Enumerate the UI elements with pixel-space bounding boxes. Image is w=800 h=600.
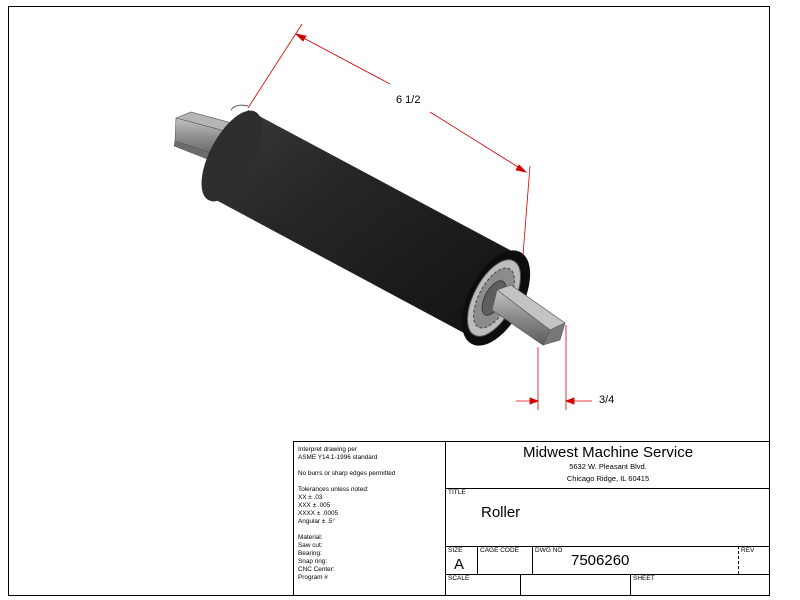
company-address-line: 5632 W. Pleasant Blvd. bbox=[569, 462, 647, 471]
note-line: XXX ± .005 bbox=[298, 502, 331, 509]
company-address-line: Chicago Ridge, IL 60415 bbox=[566, 474, 650, 483]
note-line: Bearing: bbox=[298, 550, 322, 557]
note-line: ASME Y14.1-1996 standard bbox=[298, 454, 378, 461]
size-label: SIZE bbox=[448, 547, 463, 554]
shaft-dimension bbox=[516, 325, 592, 410]
rev-cell: REV bbox=[739, 546, 770, 574]
length-dimension bbox=[247, 23, 531, 256]
dwg-no-label: DWG NO bbox=[535, 547, 563, 554]
dwg-no-cell: DWG NO 7506260 bbox=[533, 546, 739, 574]
title-label: TITLE bbox=[448, 489, 466, 496]
scale-sheet-row: SCALE SHEET bbox=[446, 574, 770, 596]
roller-body bbox=[201, 104, 523, 340]
company-block: Midwest Machine Service 5632 W. Pleasant… bbox=[446, 442, 770, 489]
cage-code-cell: CAGE CODE bbox=[478, 546, 533, 574]
drawing-notes: Interpret drawing per ASME Y14.1-1996 st… bbox=[294, 442, 446, 596]
title-block: Interpret drawing per ASME Y14.1-1996 st… bbox=[293, 441, 770, 596]
note-line: Tolerances unless noted: bbox=[298, 486, 369, 493]
size-cell: SIZE A bbox=[446, 546, 478, 574]
scale-label: SCALE bbox=[448, 575, 470, 582]
note-line: XX ± .03 bbox=[298, 494, 323, 501]
note-line: Interpret drawing per bbox=[298, 446, 357, 453]
note-line: CNC Center: bbox=[298, 566, 335, 573]
size-cage-dwg-row: SIZE A CAGE CODE DWG NO 7506260 REV bbox=[446, 546, 770, 575]
scale-value-cell bbox=[521, 574, 631, 596]
dwg-no-value: 7506260 bbox=[571, 552, 630, 569]
bearing-end bbox=[461, 250, 531, 346]
company-name: Midwest Machine Service bbox=[522, 444, 694, 461]
note-line: No burrs or sharp edges permitted bbox=[298, 470, 396, 477]
note-line: XXXX ± .0005 bbox=[298, 510, 339, 517]
right-shaft bbox=[491, 284, 566, 346]
drawing-frame bbox=[8, 6, 770, 596]
length-dimension-label: 6 1/2 bbox=[396, 94, 421, 106]
note-line: Saw cut: bbox=[298, 542, 323, 549]
sheet-cell: SHEET bbox=[631, 574, 770, 596]
cage-code-label: CAGE CODE bbox=[480, 547, 520, 554]
size-value: A bbox=[454, 556, 465, 573]
shaft-dimension-label: 3/4 bbox=[599, 394, 615, 406]
note-line: Material: bbox=[298, 534, 323, 541]
title-value: Roller bbox=[481, 504, 521, 521]
note-line: Program # bbox=[298, 574, 328, 581]
sheet-label: SHEET bbox=[633, 575, 655, 582]
rev-label: REV bbox=[741, 547, 755, 554]
title-field: TITLE Roller bbox=[446, 488, 770, 547]
scale-cell: SCALE bbox=[446, 574, 521, 596]
note-line: Angular ± .5° bbox=[298, 518, 335, 525]
note-line: Snap ring: bbox=[298, 558, 328, 565]
